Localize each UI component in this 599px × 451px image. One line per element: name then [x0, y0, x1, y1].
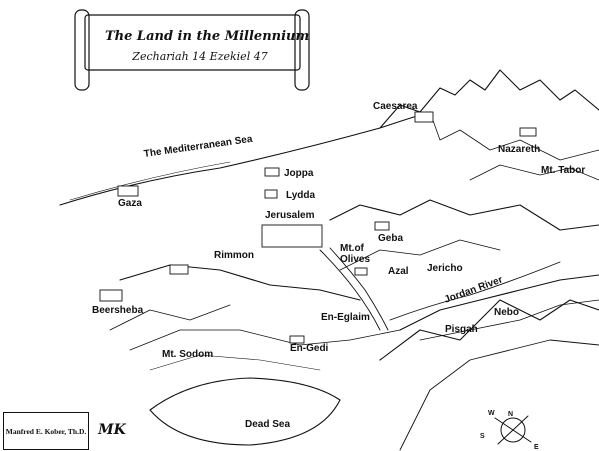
label-mt-of-olives-line1: Mt.of: [340, 243, 364, 254]
coastline: [59, 111, 431, 206]
map-title: The Land in the Millennium: [105, 29, 310, 44]
city-beersheba: [99, 289, 123, 302]
compass-e: E: [534, 444, 539, 451]
city-joppa: [264, 167, 280, 177]
city-nazareth: [519, 127, 537, 137]
label-geba: Geba: [378, 233, 404, 244]
label-pisgah: Pisgah: [445, 324, 478, 335]
city-lydda: [264, 189, 278, 199]
label-mt-sodom: Mt. Sodom: [162, 349, 214, 360]
temple-river: [319, 249, 381, 331]
author-monogram: MK: [98, 422, 126, 438]
city-caesarea: [414, 111, 434, 123]
city-geba: [374, 221, 390, 231]
city-en-gedi: [289, 335, 305, 344]
compass-n: N: [508, 411, 514, 418]
label-mt-of-olives-line2: Olives: [340, 254, 371, 265]
city-gaza: [117, 185, 139, 197]
label-en-gedi: En-Gedi: [290, 343, 329, 354]
label-nebo: Nebo: [494, 307, 519, 318]
jordan-escarpment: [399, 274, 599, 331]
judean-wilderness: [119, 264, 361, 301]
label-jerusalem: Jerusalem: [265, 210, 315, 221]
label-azal: Azal: [388, 266, 409, 277]
central-hills: [329, 199, 599, 231]
label-jericho: Jericho: [427, 263, 463, 274]
label-lydda: Lydda: [286, 190, 316, 201]
label-caesarea: Caesarea: [373, 101, 418, 112]
label-rimmon: Rimmon: [214, 250, 254, 261]
city-rimmon: [169, 264, 189, 275]
compass-s: S: [480, 433, 485, 440]
label-en-eglaim: En-Eglaim: [321, 312, 370, 323]
city-jerusalem: [261, 224, 323, 248]
dead-sea: [149, 377, 341, 446]
label-gaza: Gaza: [118, 198, 142, 209]
jordan-river: [389, 261, 561, 321]
compass-rose: [494, 415, 532, 445]
label-dead-sea: Dead Sea: [245, 419, 291, 430]
compass-w: W: [488, 410, 495, 417]
northern-mountains: [379, 69, 599, 129]
label-nazareth: Nazareth: [498, 144, 541, 155]
label-beersheba: Beersheba: [92, 305, 144, 316]
author-credit: Manfred E. Kober, Th.D.: [3, 412, 89, 450]
label-mt-tabor: Mt. Tabor: [541, 165, 586, 176]
label-joppa: Joppa: [284, 168, 314, 179]
map-subtitle: Zechariah 14 Ezekiel 47: [132, 50, 268, 63]
city-azal: [354, 267, 368, 276]
moab-mountains: [379, 299, 599, 361]
title-banner: [84, 14, 301, 71]
